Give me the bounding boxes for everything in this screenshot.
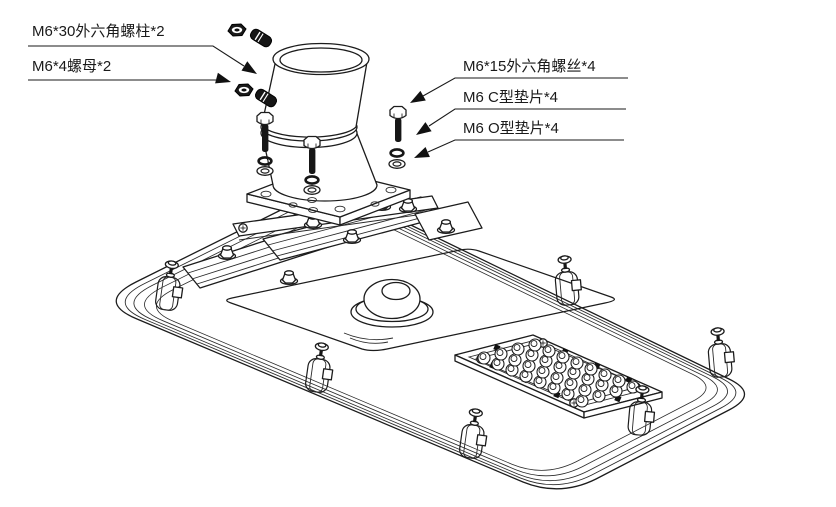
callout-label-hex-stud: M6*30外六角螺柱*2 bbox=[32, 23, 165, 40]
callout-c-washer: M6 C型垫片*4 bbox=[416, 89, 626, 135]
callout-label-hex-nut: M6*4螺母*2 bbox=[32, 58, 111, 75]
callout-arrow bbox=[410, 90, 426, 103]
callout-label-c-washer: M6 C型垫片*4 bbox=[463, 89, 558, 106]
hex-stud bbox=[248, 26, 274, 50]
callouts: M6*30外六角螺柱*2 M6*4螺母*2 M6*15外六角螺丝*4 M6 C型… bbox=[28, 23, 628, 158]
c-washer bbox=[389, 148, 405, 158]
exploded-fasteners bbox=[227, 23, 407, 195]
callout-hex-screw: M6*15外六角螺丝*4 bbox=[410, 58, 628, 103]
hex-screw bbox=[389, 105, 407, 142]
callout-label-o-washer: M6 O型垫片*4 bbox=[463, 120, 559, 137]
o-washer bbox=[256, 166, 274, 176]
callout-hex-nut: M6*4螺母*2 bbox=[28, 58, 231, 84]
hex-screw bbox=[303, 135, 321, 174]
callout-hex-stud: M6*30外六角螺柱*2 bbox=[28, 23, 257, 74]
callout-arrow bbox=[241, 61, 257, 74]
o-washer bbox=[303, 185, 321, 195]
photocell-dome bbox=[350, 278, 434, 328]
hex-screw bbox=[256, 111, 274, 152]
callout-arrow bbox=[414, 147, 430, 158]
callout-label-hex-screw: M6*15外六角螺丝*4 bbox=[463, 58, 596, 75]
hex-nut bbox=[234, 83, 254, 97]
hex-nut bbox=[227, 23, 247, 37]
callout-o-washer: M6 O型垫片*4 bbox=[414, 120, 624, 158]
o-washer bbox=[388, 159, 406, 169]
pole-mount-cylinder bbox=[260, 42, 378, 213]
body-top-platform bbox=[226, 248, 615, 352]
bracket-screw bbox=[238, 223, 248, 233]
callout-arrow bbox=[215, 72, 231, 84]
callout-arrow bbox=[416, 122, 432, 135]
